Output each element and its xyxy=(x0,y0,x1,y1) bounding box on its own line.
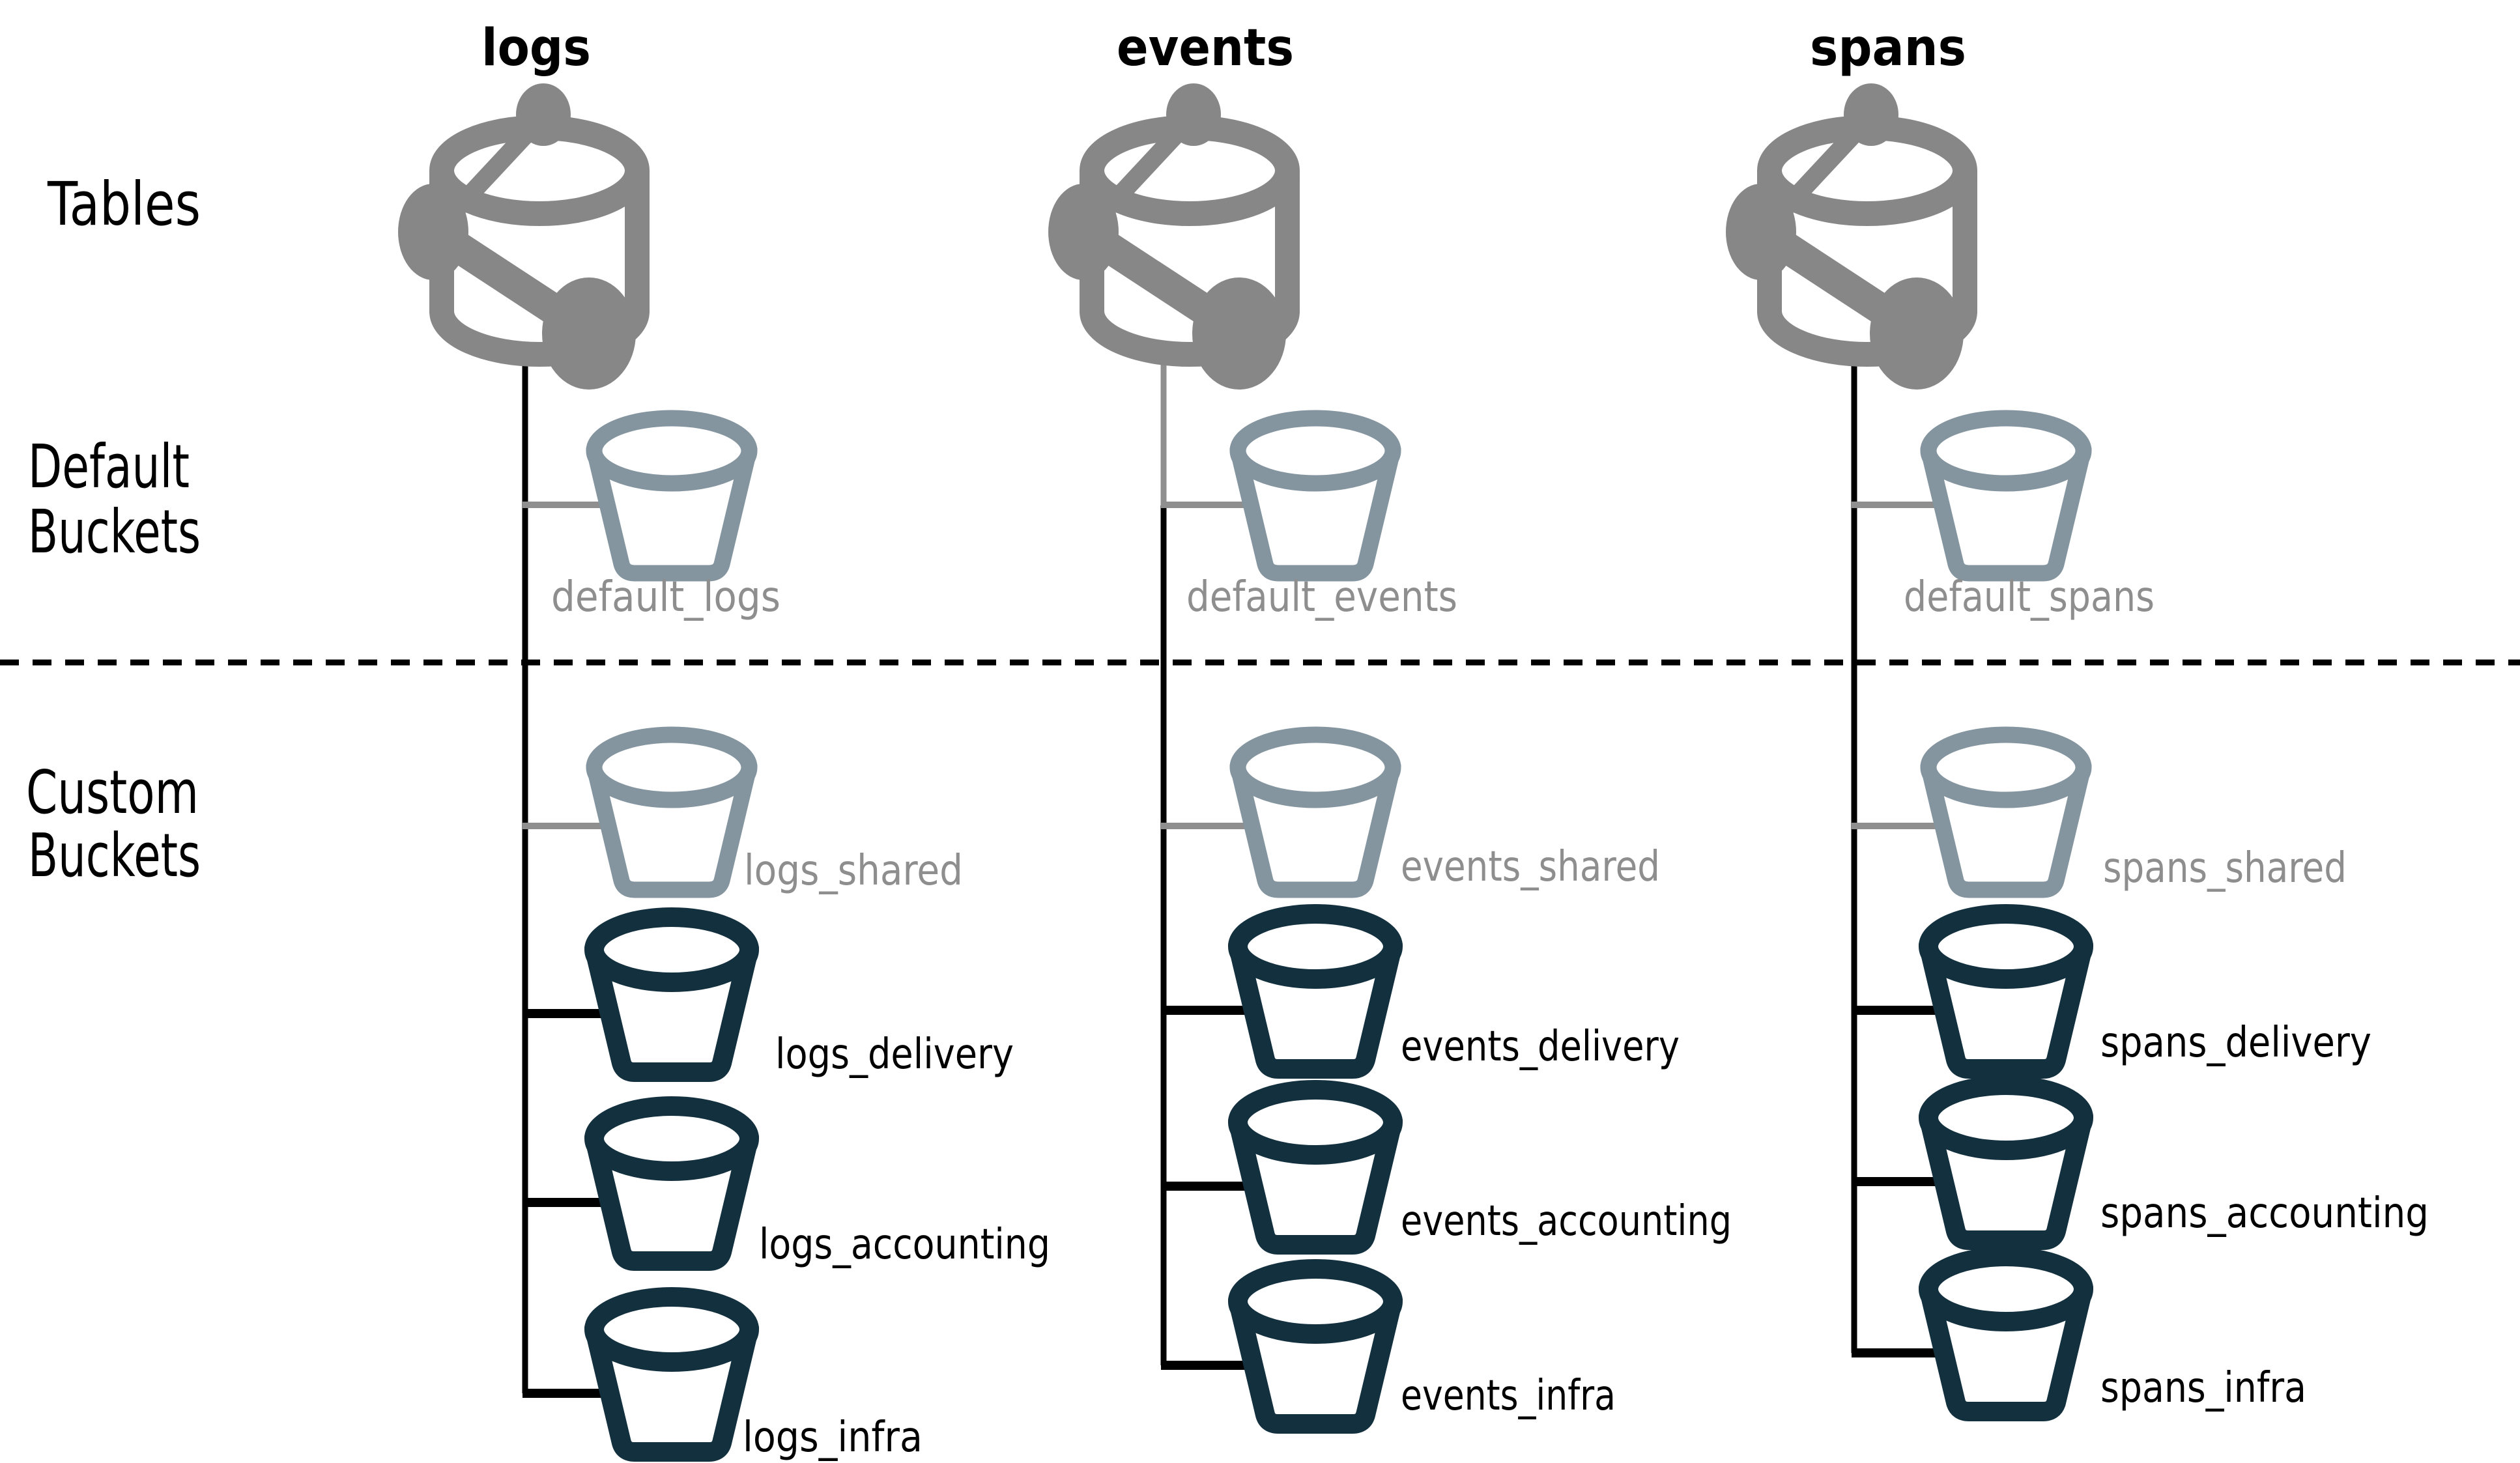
bucket-rim xyxy=(586,410,758,492)
bucket-label-logs-infra: logs_infra xyxy=(743,1413,923,1462)
custom-bucket-icon-accounting xyxy=(1919,1075,2093,1250)
bucket-rim xyxy=(1919,1247,2093,1331)
bucket-rim xyxy=(584,1287,759,1372)
bucket-rim xyxy=(1229,726,1401,808)
row-label-default-buckets-line1: Default xyxy=(28,432,190,502)
custom-bucket-icon-delivery xyxy=(1228,904,1403,1079)
bucket-rim xyxy=(1228,1259,1403,1344)
table-network-node-top xyxy=(1844,83,1898,146)
bucket-rim xyxy=(1229,410,1401,492)
column-header-events: events xyxy=(1117,19,1294,78)
default-bucket-icon xyxy=(586,410,758,582)
bucket-label-events-delivery: events_delivery xyxy=(1401,1023,1680,1071)
bucket-label-spans-accounting: spans_accounting xyxy=(2100,1189,2429,1238)
table-network-node-top xyxy=(1166,83,1221,146)
column-header-logs: logs xyxy=(481,19,591,78)
bucket-rim xyxy=(1228,904,1403,989)
table-network-node-left xyxy=(398,184,468,280)
row-label-custom-buckets-line1: Custom xyxy=(26,758,199,827)
bucket-rim xyxy=(1919,904,2093,989)
bucket-rim xyxy=(584,1096,759,1181)
column-events xyxy=(1048,83,1403,1434)
bucket-label-events-shared: events_shared xyxy=(1401,843,1660,891)
row-label-default-buckets-line2: Buckets xyxy=(28,497,201,567)
shared-bucket-icon xyxy=(1229,726,1401,898)
bucket-label-logs-accounting: logs_accounting xyxy=(759,1221,1050,1269)
column-logs xyxy=(398,83,759,1462)
custom-bucket-icon-accounting xyxy=(584,1096,759,1271)
table-network-node-bottom xyxy=(542,277,636,390)
row-label-custom-buckets-line2: Buckets xyxy=(28,821,201,890)
custom-bucket-icon-infra xyxy=(1228,1259,1403,1434)
bucket-label-spans-shared: spans_shared xyxy=(2103,844,2347,892)
bucket-label-default-spans: default_spans xyxy=(1904,573,2155,621)
bucket-label-logs-shared: logs_shared xyxy=(744,847,963,895)
table-network-node-left xyxy=(1726,184,1796,280)
bucket-rim xyxy=(1920,410,2092,492)
bucket-rim xyxy=(584,907,759,992)
bucket-label-events-infra: events_infra xyxy=(1401,1372,1616,1420)
bucket-label-logs-delivery: logs_delivery xyxy=(775,1030,1014,1079)
custom-bucket-icon-infra xyxy=(584,1287,759,1462)
bucket-rim xyxy=(1920,726,2092,808)
table-icon xyxy=(1048,83,1300,390)
bucket-label-default-logs: default_logs xyxy=(551,573,780,621)
bucket-label-default-events: default_events xyxy=(1186,573,1457,621)
bucket-rim xyxy=(1919,1075,2093,1160)
column-spans xyxy=(1726,83,2093,1421)
bucket-rim xyxy=(586,726,758,808)
shared-bucket-icon xyxy=(1920,726,2092,898)
table-network-node-left xyxy=(1048,184,1119,280)
bucket-label-events-accounting: events_accounting xyxy=(1401,1197,1732,1245)
table-icon xyxy=(398,83,650,390)
shared-bucket-icon xyxy=(586,726,758,898)
default-bucket-icon xyxy=(1229,410,1401,582)
table-network-node-top xyxy=(516,83,571,146)
default-bucket-icon xyxy=(1920,410,2092,582)
bucket-label-spans-delivery: spans_delivery xyxy=(2100,1019,2371,1067)
bucket-label-spans-infra: spans_infra xyxy=(2100,1364,2306,1412)
table-icon xyxy=(1726,83,1977,390)
table-network-node-bottom xyxy=(1870,277,1964,390)
custom-bucket-icon-accounting xyxy=(1228,1080,1403,1255)
table-network-node-bottom xyxy=(1192,277,1286,390)
custom-bucket-icon-infra xyxy=(1919,1247,2093,1421)
custom-bucket-icon-delivery xyxy=(1919,904,2093,1079)
bucket-rim xyxy=(1228,1080,1403,1165)
row-label-tables: Tables xyxy=(47,169,201,239)
custom-bucket-icon-delivery xyxy=(584,907,759,1082)
column-header-spans: spans xyxy=(1810,19,1966,78)
